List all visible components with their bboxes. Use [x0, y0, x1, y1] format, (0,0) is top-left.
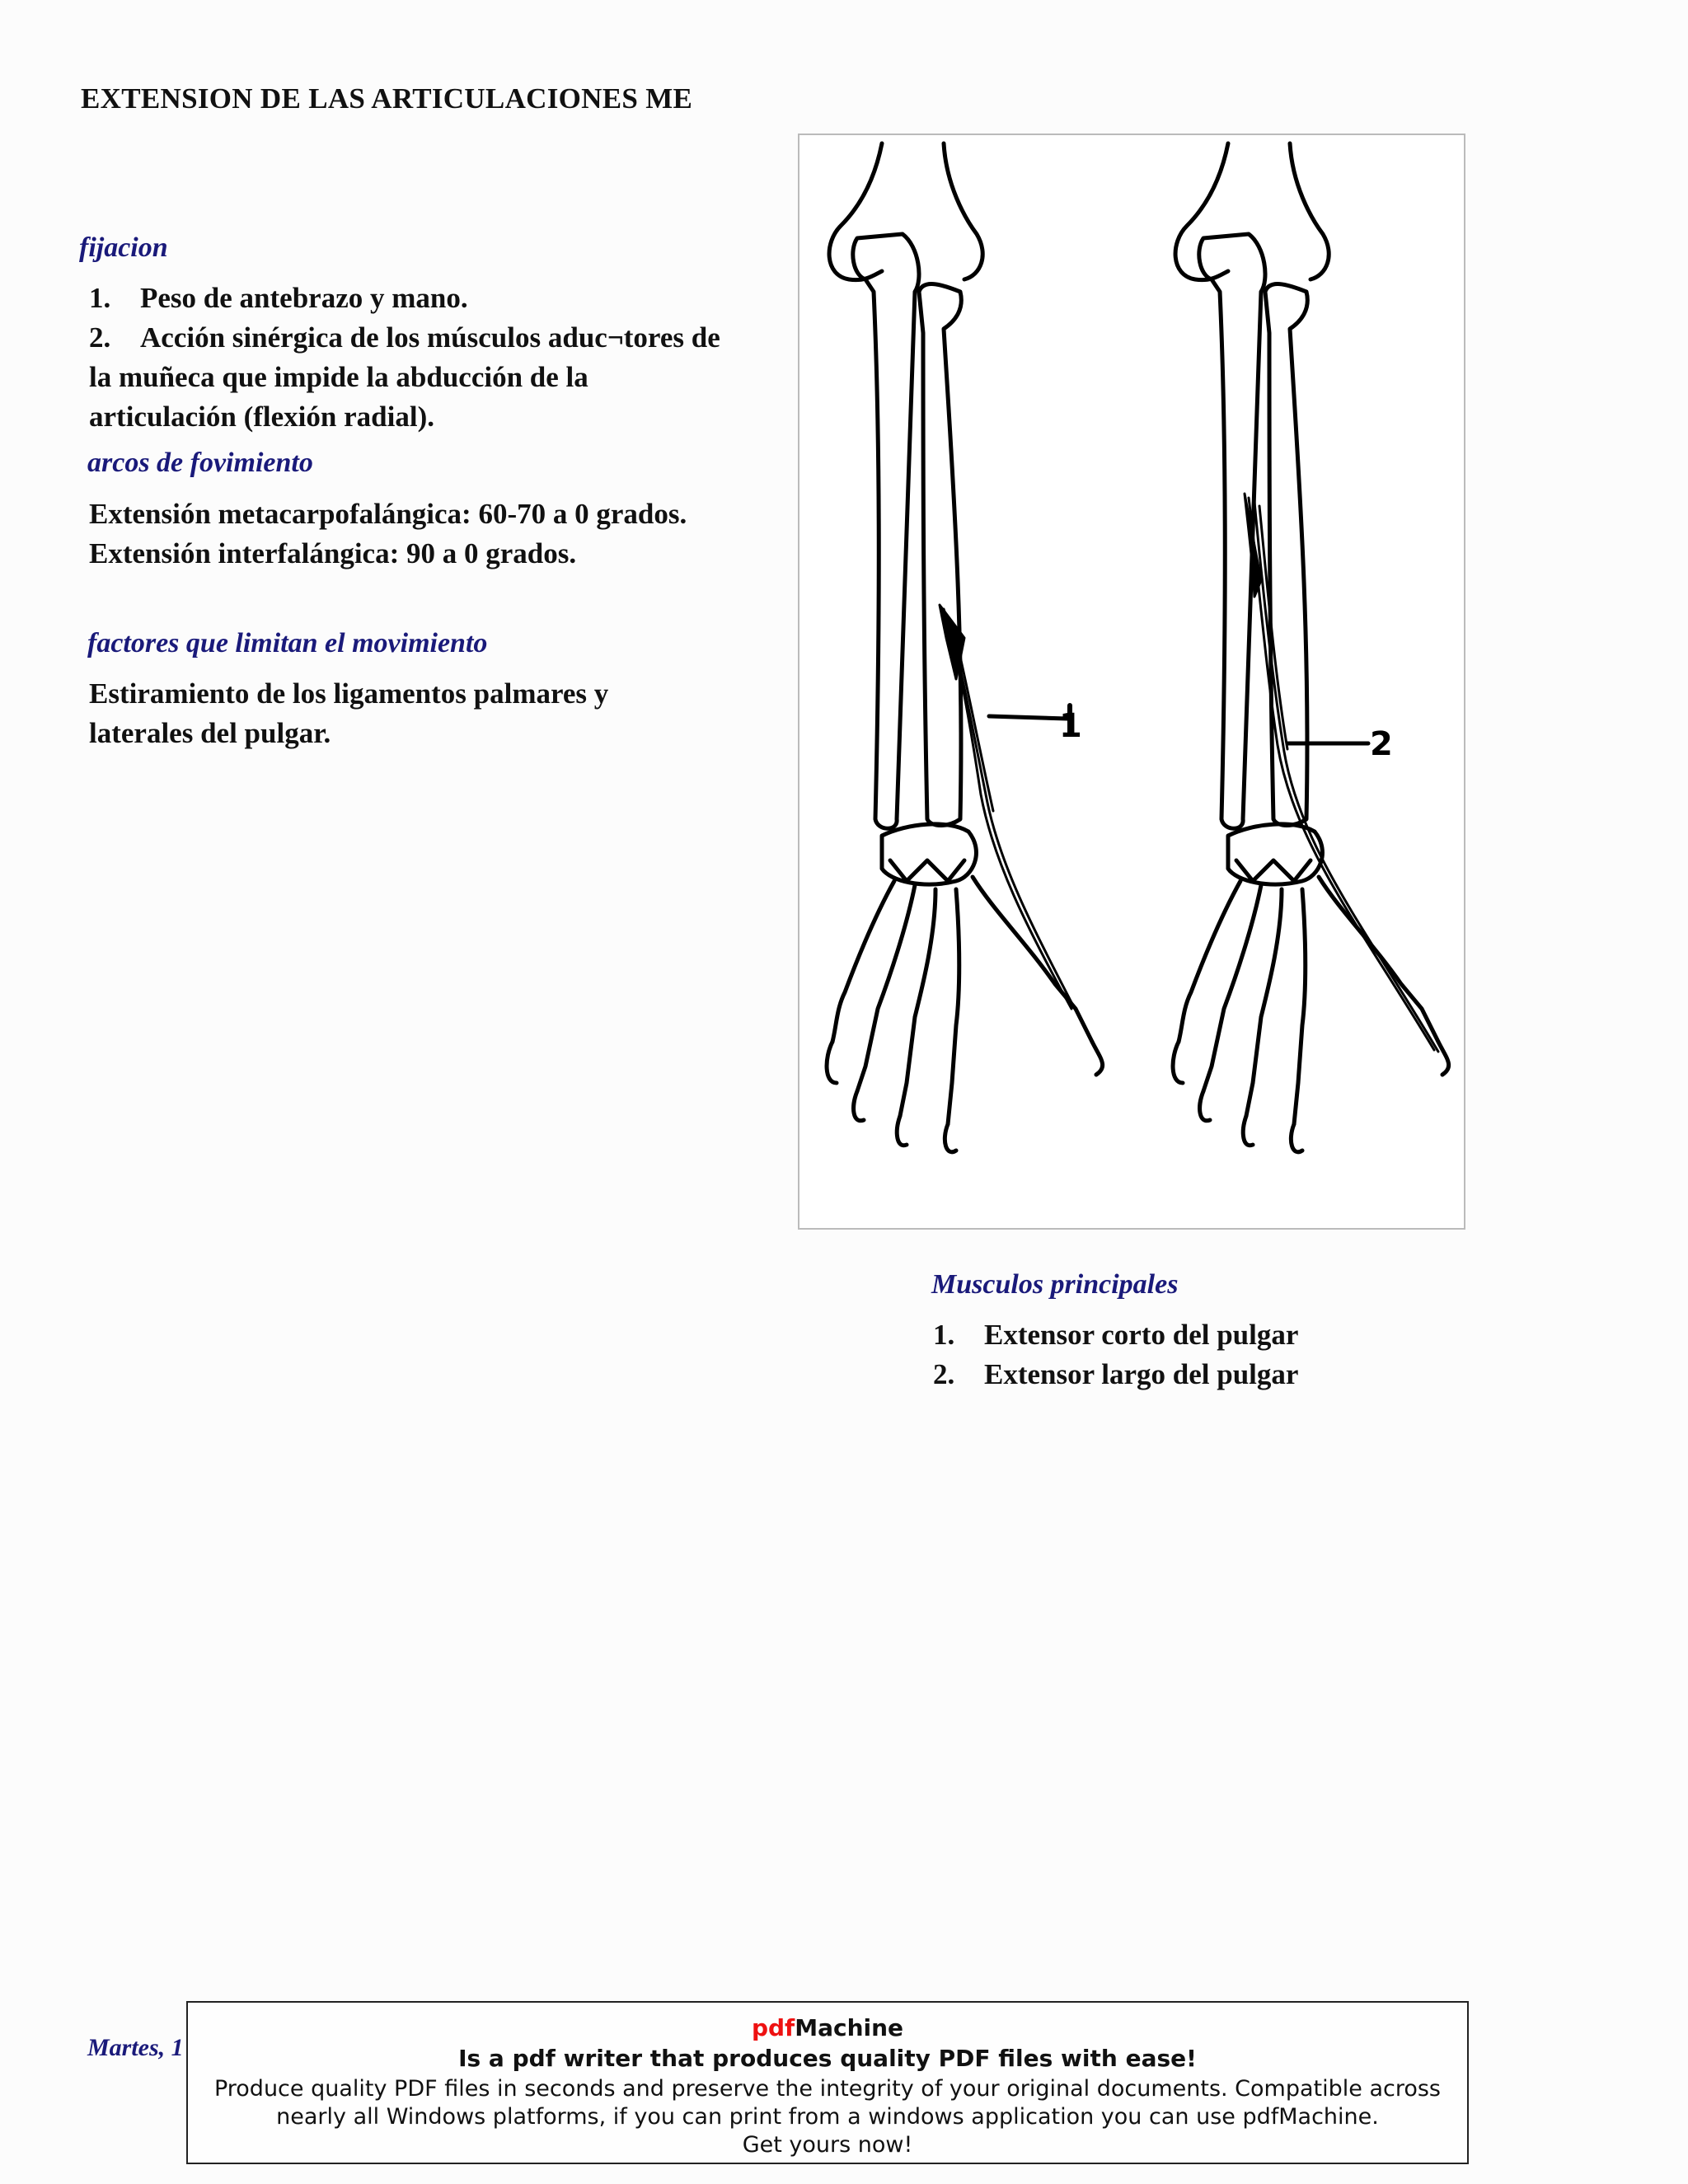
figure-label-1: 1 [1059, 707, 1082, 745]
arcos-section: Extensión metacarpofalángica: 60-70 a 0 … [89, 494, 814, 574]
fijacion-heading: fijacion [79, 232, 168, 263]
anatomy-figure: 1 2 [798, 134, 1465, 1230]
fijacion-section: 1.Peso de antebrazo y mano. 2.Acción sin… [89, 279, 814, 437]
arcos-line-2: Extensión interfalángica: 90 a 0 grados. [89, 537, 577, 569]
footer-date: Martes, 1 [87, 2034, 184, 2061]
list-item: 1.Peso de antebrazo y mano. [89, 279, 814, 318]
pdfmachine-tagline: Is a pdf writer that produces quality PD… [458, 2045, 1197, 2072]
fijacion-continuation-2: articulación (flexión radial). [89, 401, 434, 433]
factores-section: Estiramiento de los ligamentos palmares … [89, 674, 814, 753]
list-item: 2.Acción sinérgica de los músculos aduc¬… [89, 318, 814, 358]
musculos-section: 1.Extensor corto del pulgar 2.Extensor l… [933, 1315, 1510, 1394]
get-yours-link[interactable]: Get yours now! [742, 2132, 913, 2158]
factores-line-2: laterales del pulgar. [89, 717, 331, 749]
pdfmachine-description: Produce quality PDF files in seconds and… [188, 2075, 1467, 2159]
arcos-line-1: Extensión metacarpofalángica: 60-70 a 0 … [89, 498, 687, 530]
list-item: 1.Extensor corto del pulgar [933, 1315, 1510, 1355]
figure-label-2: 2 [1370, 725, 1393, 763]
musculo-item-1: Extensor corto del pulgar [984, 1319, 1299, 1351]
musculo-item-2: Extensor largo del pulgar [984, 1358, 1299, 1390]
pdfmachine-brand: pdfMachine [751, 2014, 904, 2041]
forearm-hand-illustration: 1 2 [824, 141, 1451, 1155]
muscle-2 [1243, 492, 1440, 1053]
musculos-heading: Musculos principales [931, 1269, 1179, 1300]
page-title: EXTENSION DE LAS ARTICULACIONES ME [81, 82, 693, 115]
pdfmachine-banner[interactable]: pdfMachine Is a pdf writer that produces… [186, 2001, 1469, 2164]
fijacion-item-1: Peso de antebrazo y mano. [140, 282, 468, 314]
factores-heading: factores que limitan el movimiento [87, 628, 488, 658]
list-item: 2.Extensor largo del pulgar [933, 1355, 1510, 1394]
fijacion-item-2: Acción sinérgica de los músculos aduc¬to… [140, 321, 720, 354]
muscle-1 [938, 603, 1077, 1012]
left-arm-bones [824, 141, 1105, 1155]
fijacion-continuation-1: la muñeca que impide la abducción de la [89, 361, 588, 393]
arcos-heading: arcos de fovimiento [87, 448, 313, 478]
factores-line-1: Estiramiento de los ligamentos palmares … [89, 677, 609, 710]
